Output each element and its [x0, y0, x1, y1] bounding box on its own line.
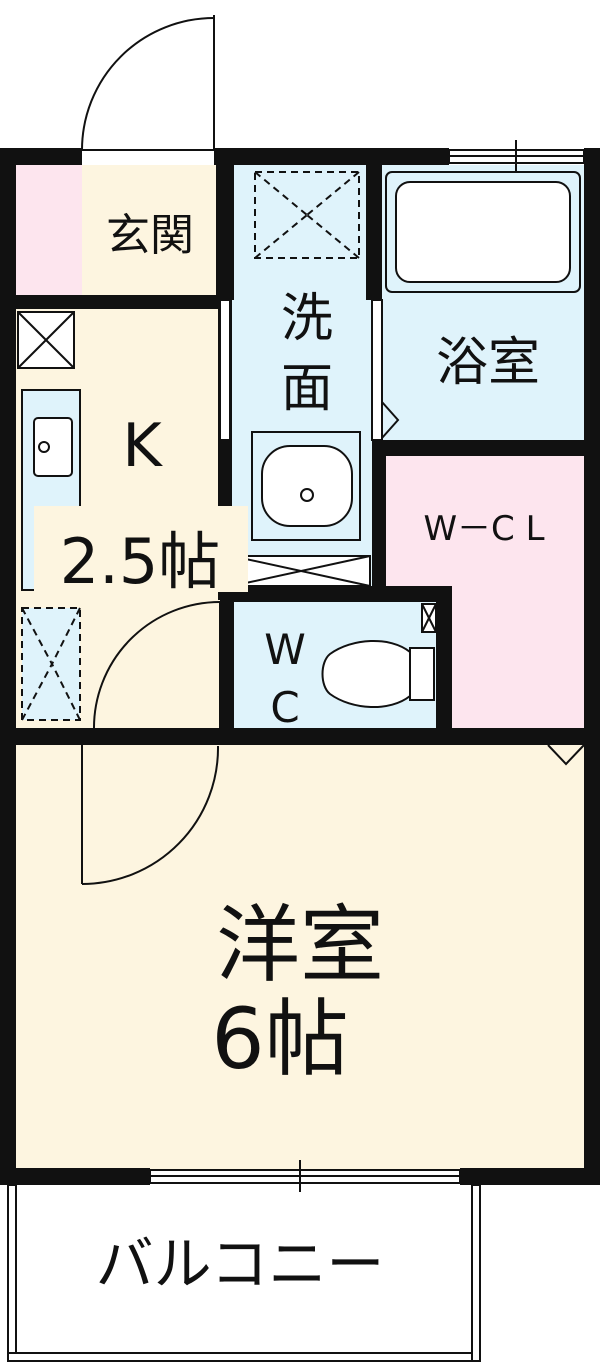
- wc-vent: [421, 603, 437, 633]
- wc-label-bottom: C: [270, 683, 299, 732]
- bath-window: [448, 140, 585, 172]
- vanity-sink: [251, 431, 361, 541]
- washing-machine-space: [254, 171, 360, 259]
- western-size-label: 6帖: [211, 990, 348, 1088]
- entrance-door: [81, 15, 215, 151]
- wcl-label: W－C L: [423, 509, 544, 549]
- kitchen-letter-label: K: [122, 411, 163, 481]
- fridge-space: [21, 607, 81, 721]
- balcony-label: バルコニー: [96, 1230, 385, 1298]
- genkan-floor: [82, 165, 220, 297]
- western-floor: [14, 740, 586, 1170]
- outer-walls: [0, 148, 600, 1185]
- pipe-shaft: [17, 311, 75, 369]
- genkan-label: 玄関: [106, 210, 194, 261]
- wc-door: [92, 601, 221, 731]
- senmen-label-top: 洗: [281, 289, 333, 349]
- bathtub: [385, 171, 581, 293]
- thin-partitions: [219, 299, 383, 441]
- toilet: [321, 640, 435, 708]
- senmen-sliding-door: [231, 555, 371, 587]
- genkan-closet: [14, 165, 82, 297]
- kitchen-label-background: [34, 506, 248, 592]
- kitchen-size-label: 2.5帖: [60, 525, 221, 598]
- balcony-window: [149, 1160, 461, 1192]
- senmen-label-bottom: 面: [281, 359, 333, 419]
- bath-label: 浴室: [436, 333, 540, 393]
- western-room-label: 洋室: [216, 896, 384, 994]
- wc-label-top: W: [264, 625, 306, 674]
- closet-door-marker: [547, 744, 585, 766]
- western-door: [81, 745, 220, 885]
- bath-door-marker: [381, 401, 400, 439]
- balcony: [7, 1184, 481, 1362]
